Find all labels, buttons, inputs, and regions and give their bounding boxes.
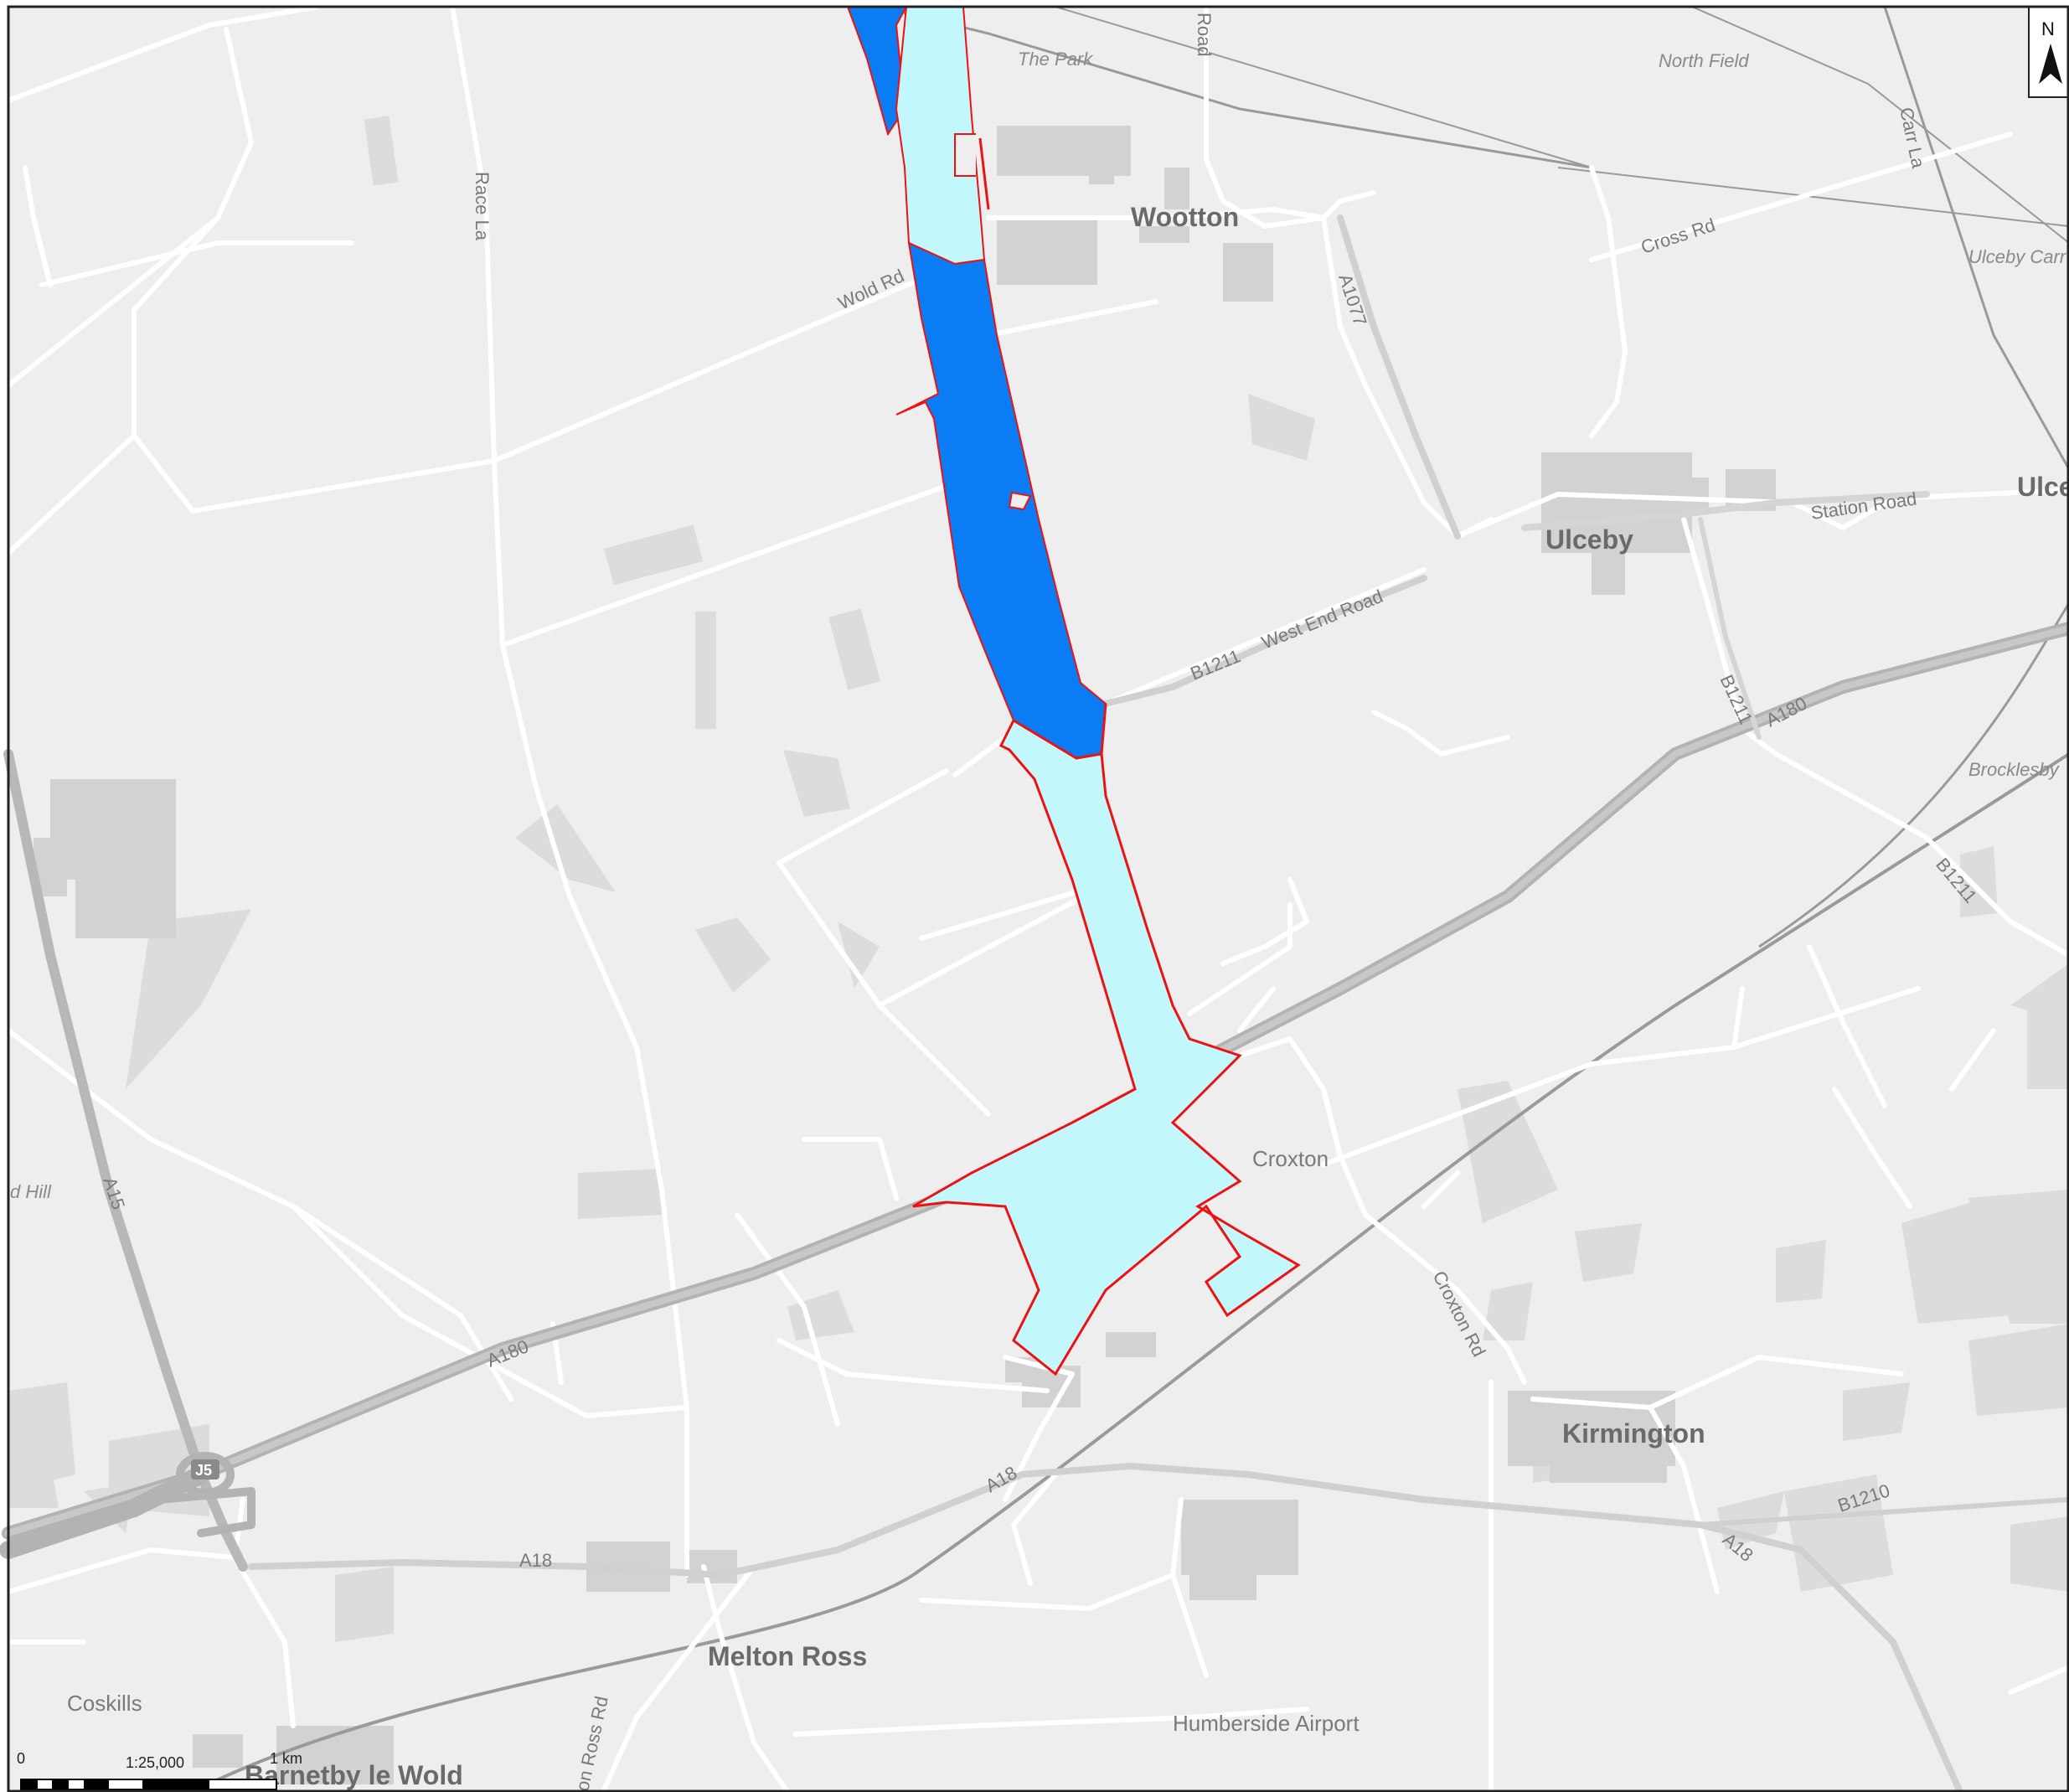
label-the-park: The Park: [1018, 49, 1093, 70]
label-road-top: Road: [1194, 13, 1215, 57]
scale-zero: 0: [17, 1750, 25, 1767]
label-melton-ross: Melton Ross: [708, 1641, 867, 1671]
label-a18-a: A18: [519, 1550, 552, 1571]
settlements: [34, 126, 1776, 1784]
label-ulceby-carr: Ulceby Carr: [1968, 246, 2067, 267]
boundary-notch: [954, 133, 976, 177]
north-arrow: N: [2028, 6, 2069, 98]
north-arrow-icon: [2039, 44, 2062, 84]
scale-end: 1 km: [270, 1750, 302, 1767]
label-airport: Humberside Airport: [1173, 1711, 1360, 1736]
label-croxton: Croxton: [1252, 1146, 1329, 1171]
north-arrow-letter: N: [2041, 18, 2055, 39]
label-brocklesby: Brocklesby: [1968, 759, 2061, 780]
label-ulceby: Ulceby: [1545, 524, 1633, 555]
label-kirmington: Kirmington: [1562, 1418, 1705, 1449]
label-race-la: Race La: [472, 172, 493, 241]
site-boundary[interactable]: [846, 6, 1301, 1376]
map-frame: [7, 5, 2069, 1792]
label-coskills: Coskills: [67, 1691, 142, 1716]
corridor-light-lower: [912, 703, 1301, 1376]
label-barnetby: Barnetby le Wold: [245, 1760, 463, 1790]
label-hill: d Hill: [10, 1181, 52, 1202]
label-wootton: Wootton: [1131, 202, 1239, 232]
junction-j5: [176, 1452, 235, 1497]
minor-roads: [6, 4, 2069, 1792]
label-ulceby-edge: Ulce: [2017, 472, 2069, 502]
scale-bar: 0 1:25,000 1 km: [17, 1750, 302, 1790]
scale-ratio: 1:25,000: [126, 1754, 184, 1771]
label-north-field: North Field: [1659, 50, 1749, 71]
junction-badge: [191, 1459, 219, 1480]
label-junction: J5: [195, 1462, 212, 1479]
